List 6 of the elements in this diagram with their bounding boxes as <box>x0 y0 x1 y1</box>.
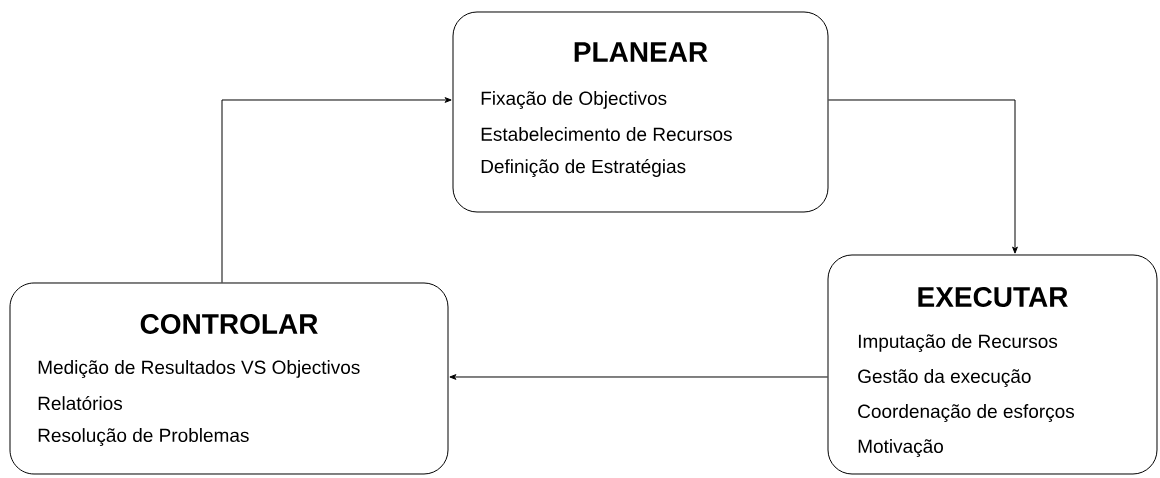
process-box: EXECUTAR Imputação de Recursos Gestão da execução Coordenação de esforços Motivação <box>827 254 1158 475</box>
arrow <box>828 99 1018 254</box>
process-box: CONTROLAR Medição de Resultados VS Objectivos Relatórios Resolução de Problemas <box>9 282 449 475</box>
arrow <box>221 97 452 283</box>
arrow <box>449 374 828 380</box>
process-box: PLANEAR Fixação de Objectivos Estabelecimento de Recursos Definição de Estratégias <box>452 11 829 213</box>
